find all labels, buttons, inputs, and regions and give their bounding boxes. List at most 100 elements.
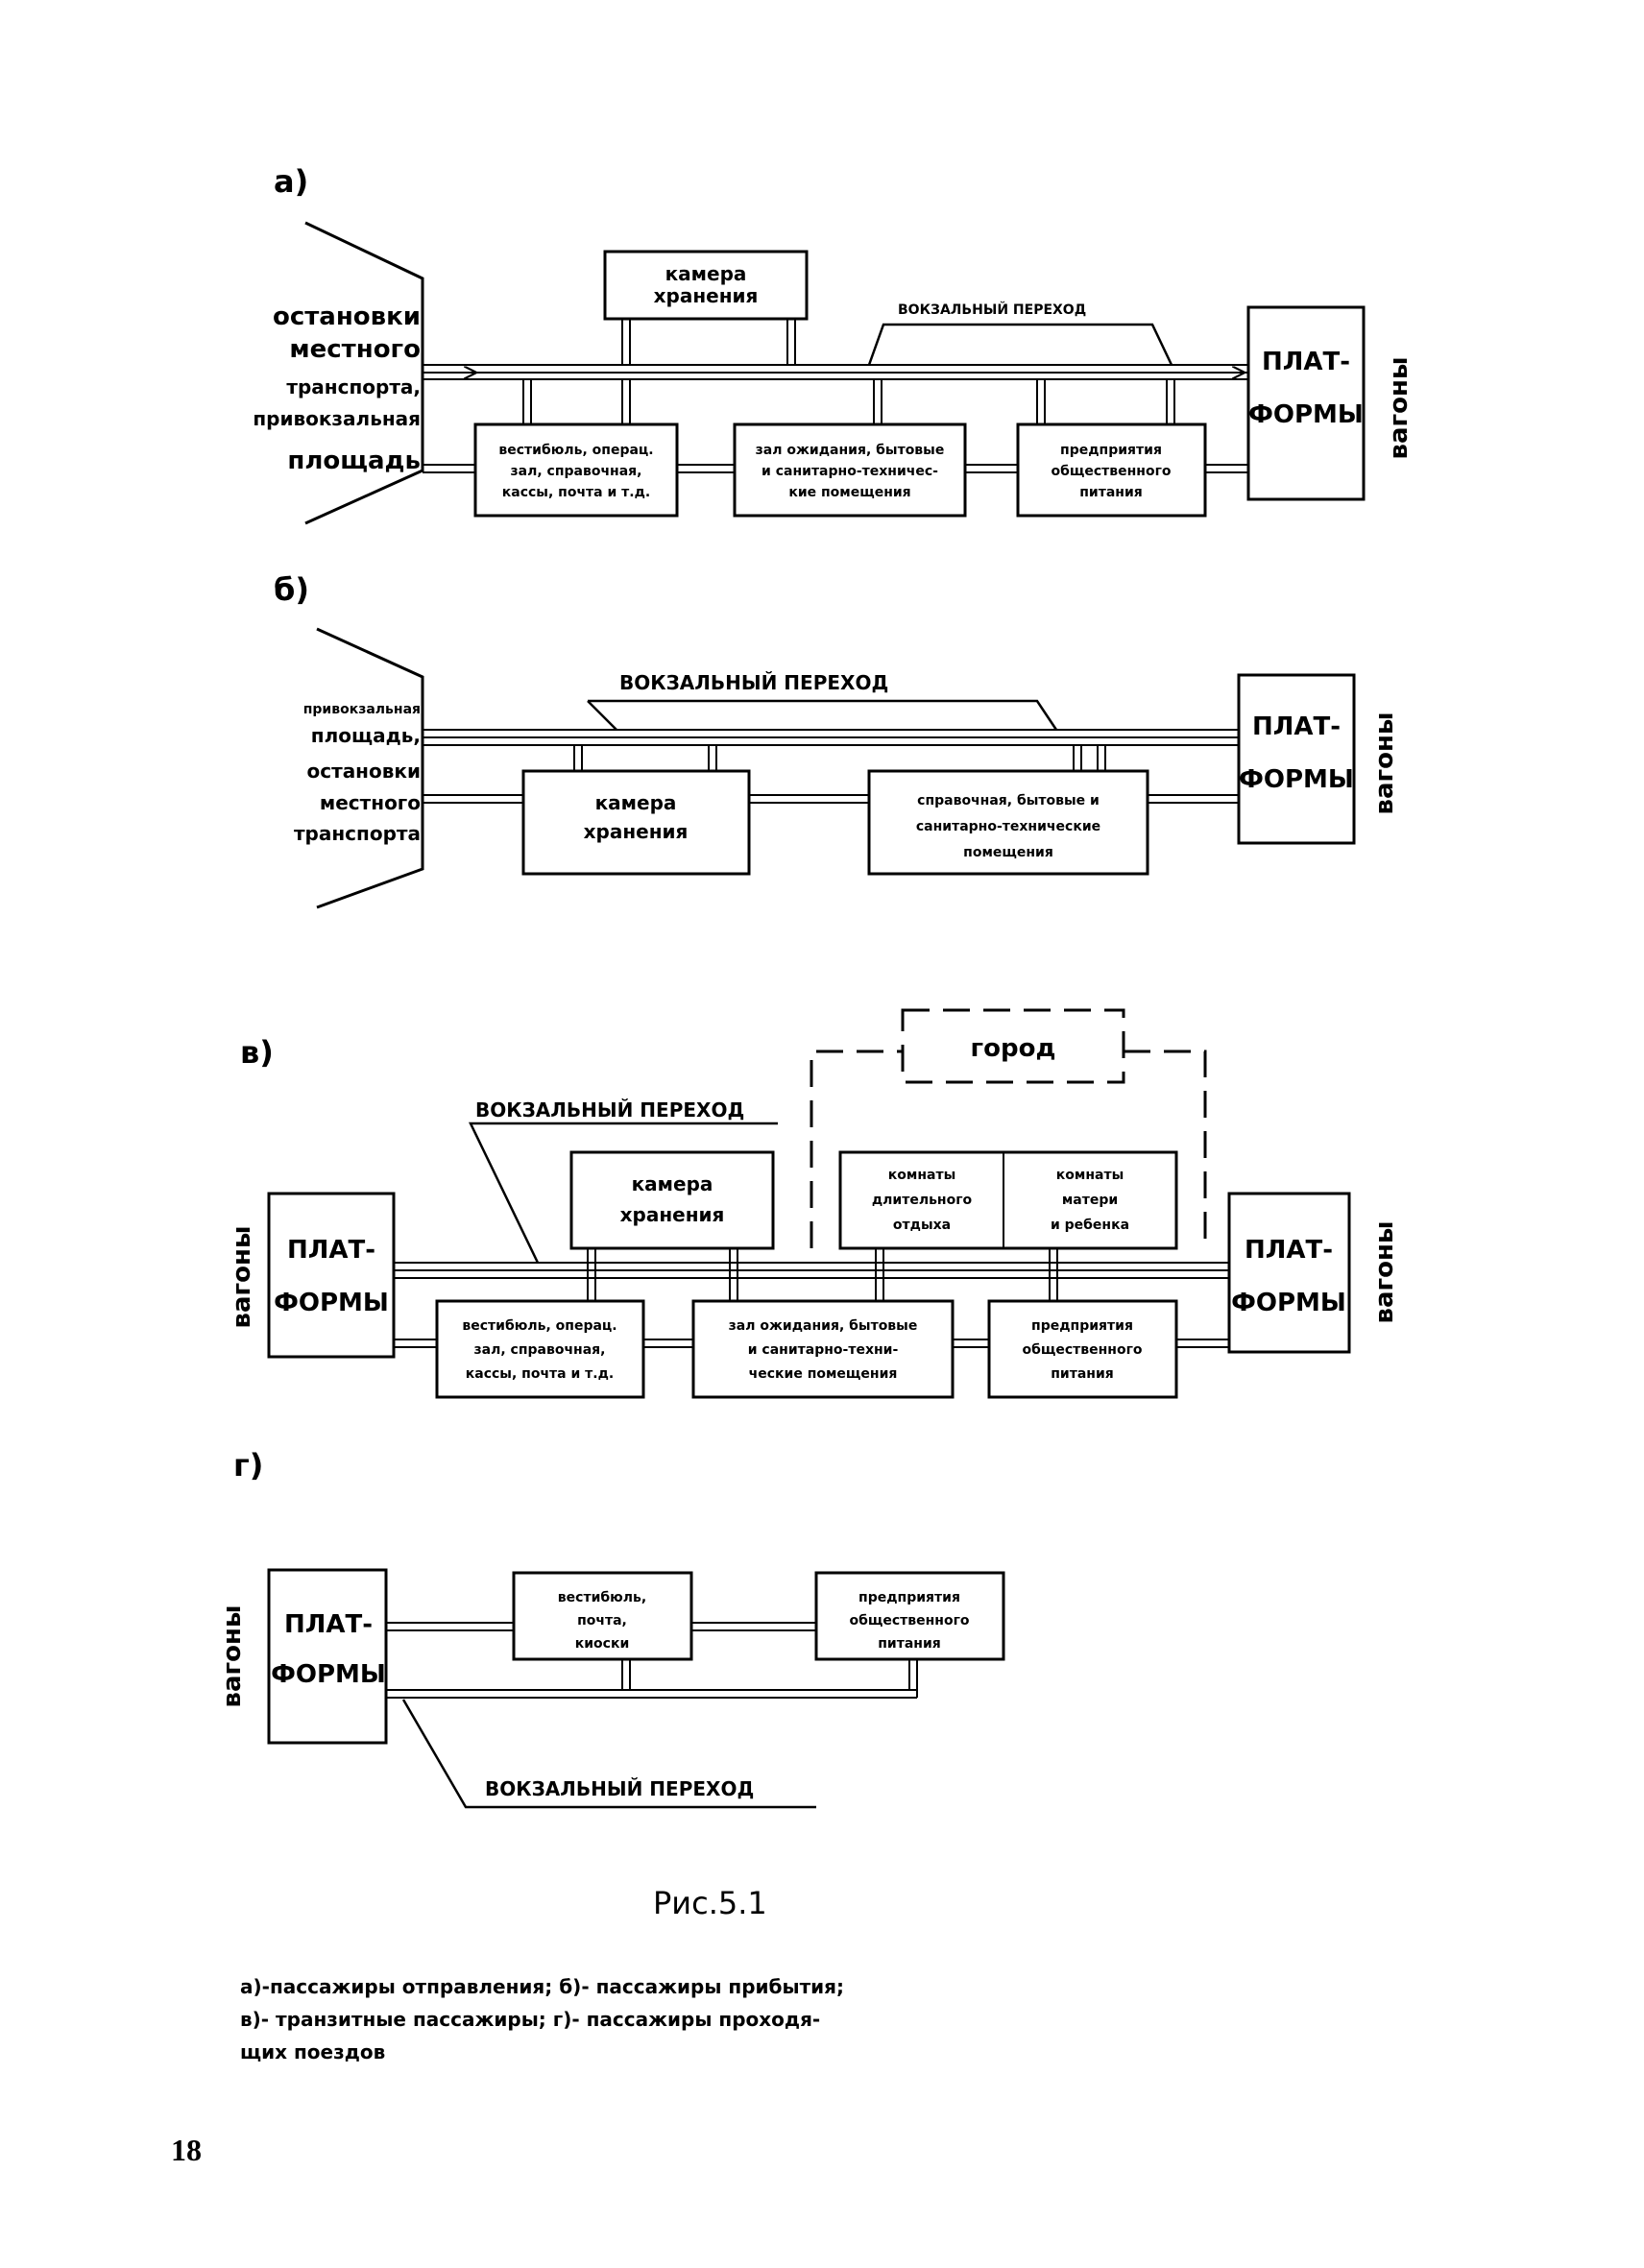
diagram-b-left-line2: площадь, [311,724,421,747]
diagram-a-box3-line3: питания [1079,485,1143,500]
diagram-g-platform-line2: ФОРМЫ [271,1660,386,1689]
diagram-g-box1-line3: киоски [575,1636,630,1652]
diagram-a-box3 [1016,422,1207,518]
diagram-v-box1-line3: кассы, почта и т.д. [466,1366,614,1382]
diagram-v-box1-line1: вестибюль, операц. [462,1318,616,1334]
diagram-b-storage-box [521,769,751,876]
diagram-v-storage-box [569,1150,775,1250]
diagram-a-platform-line1: ПЛАТ- [1262,348,1350,376]
diagram-v-label: в) [240,1034,274,1071]
diagram-v-box1-line2: зал, справочная, [474,1342,606,1358]
diagram-v-box2 [691,1299,955,1399]
diagram-v-box3-line2: общественного [1022,1342,1142,1358]
diagram-v-wagons-left: вагоны [228,1226,256,1329]
diagram-b-platform-line1: ПЛАТ- [1252,712,1341,741]
diagram-b-left-line3: остановки [307,760,422,783]
diagram-v-platform-right [1227,1192,1351,1354]
diagram-b-box2-line3: помещения [963,845,1053,860]
diagram-a-left-line2: местного [289,335,421,364]
diagram-b-square-outline [316,627,424,909]
diagram-b-platform-line2: ФОРМЫ [1239,765,1354,794]
diagram-g [267,1568,1005,1809]
diagram-a-label: а) [274,163,308,200]
diagram-b-left-line5: транспорта [294,822,421,845]
diagram-b-box2-line1: справочная, бытовые и [917,793,1100,808]
diagram-v-platform-left [267,1192,396,1359]
diagram-v-platform-left-line2: ФОРМЫ [274,1289,389,1317]
diagram-a-box1-line2: зал, справочная, [511,464,642,479]
diagram-v [267,1008,1351,1399]
diagram-g-box1-line1: вестибюль, [558,1590,646,1605]
diagram-v-rooms1-line2: длительного [872,1193,973,1208]
diagram-a-storage-box [603,250,809,321]
diagram-g-passage-label: ВОКЗАЛЬНЫЙ ПЕРЕХОД [485,1777,754,1800]
figure-caption: Рис.5.1 [653,1885,767,1921]
diagram-g-box2-line1: предприятия [858,1590,960,1605]
diagram-v-rooms2-line3: и ребенка [1051,1218,1129,1233]
diagram-a-storage-line2: хранения [654,284,759,307]
diagram-v-passage-label: ВОКЗАЛЬНЫЙ ПЕРЕХОД [475,1098,744,1122]
diagram-b-left-line1: привокзальная [303,702,421,717]
diagram-g-wagons: вагоны [218,1605,247,1708]
diagram-v-rooms2-line2: матери [1062,1193,1118,1208]
diagram-v-city-box [901,1008,1125,1084]
page-number: 18 [171,2133,202,2167]
diagram-a-box3-line2: общественного [1051,464,1171,479]
diagram-a-passage-label: ВОКЗАЛЬНЫЙ ПЕРЕХОД [898,302,1086,318]
diagram-v-rooms-box [838,1150,1178,1250]
diagram-a-platform-line2: ФОРМЫ [1248,400,1364,429]
diagram-v-city: город [971,1034,1056,1063]
diagram-a-box1 [473,422,679,518]
diagram-v-box2-line2: и санитарно-техни- [748,1342,899,1358]
diagram-b-storage-line2: хранения [584,820,689,843]
diagram-v-box2-line3: ческие помещения [749,1366,898,1382]
diagram-a-left-line4: привокзальная [253,407,421,430]
diagram-b [316,627,1356,909]
diagram-a [304,221,1366,525]
diagram-v-box3-line1: предприятия [1031,1318,1133,1334]
diagram-g-platform-line1: ПЛАТ- [284,1610,373,1639]
legend-line2: в)- транзитные пассажиры; г)- пассажиры … [240,2008,820,2031]
diagram-a-storage-line1: камера [665,262,747,285]
diagram-v-box2-line1: зал ожидания, бытовые [729,1318,918,1334]
diagram-b-box2-line2: санитарно-технические [916,819,1100,834]
diagram-v-box3-line3: питания [1051,1366,1114,1382]
diagram-a-box2-line2: и санитарно-техничес- [762,464,938,479]
diagram-a-wagons: вагоны [1385,357,1414,460]
diagram-g-platform-box [267,1568,388,1745]
diagram-b-storage-line1: камера [595,791,677,814]
diagram-v-platform-right-line1: ПЛАТ- [1245,1236,1333,1265]
diagram-v-rooms2-line1: комнаты [1056,1168,1124,1183]
diagram-a-left-line1: остановки [273,302,421,331]
diagram-g-box2-line2: общественного [849,1613,969,1629]
diagram-a-box2 [733,422,967,518]
diagram-b-label: б) [274,571,309,608]
diagram-b-passage-label: ВОКЗАЛЬНЫЙ ПЕРЕХОД [619,671,888,694]
diagram-b-left-line4: местного [320,791,421,814]
diagram-g-box2-line3: питания [878,1636,941,1652]
diagram-b-box2 [867,769,1149,876]
diagram-a-platform-box [1246,305,1366,501]
diagram-g-box1 [512,1571,693,1661]
diagram-v-box3 [987,1299,1178,1399]
diagram-a-box1-line1: вестибюль, операц. [498,443,653,458]
diagram-a-box1-line3: кассы, почта и т.д. [502,485,650,500]
diagram-v-box1 [435,1299,645,1399]
diagram-a-square-outline [304,221,424,525]
legend-line3: щих поездов [240,2040,385,2063]
diagram-v-rooms1-line3: отдыха [893,1218,951,1233]
legend-line1: а)-пассажиры отправления; б)- пассажиры … [240,1975,844,1998]
diagram-g-box1-line2: почта, [577,1613,627,1629]
diagram-v-rooms1-line1: комнаты [888,1168,955,1183]
diagram-a-box2-line1: зал ожидания, бытовые [756,443,945,458]
diagram-a-left-line3: транспорта, [286,375,421,398]
diagram-v-platform-left-line1: ПЛАТ- [287,1236,375,1265]
diagram-v-wagons-right: вагоны [1370,1221,1399,1324]
diagram-a-box3-line1: предприятия [1060,443,1162,458]
diagram-v-storage-line1: камера [632,1172,713,1195]
diagram-b-platform-box [1237,673,1356,845]
diagram-a-left-line5: площадь [287,446,421,475]
diagram-b-wagons: вагоны [1370,712,1399,815]
